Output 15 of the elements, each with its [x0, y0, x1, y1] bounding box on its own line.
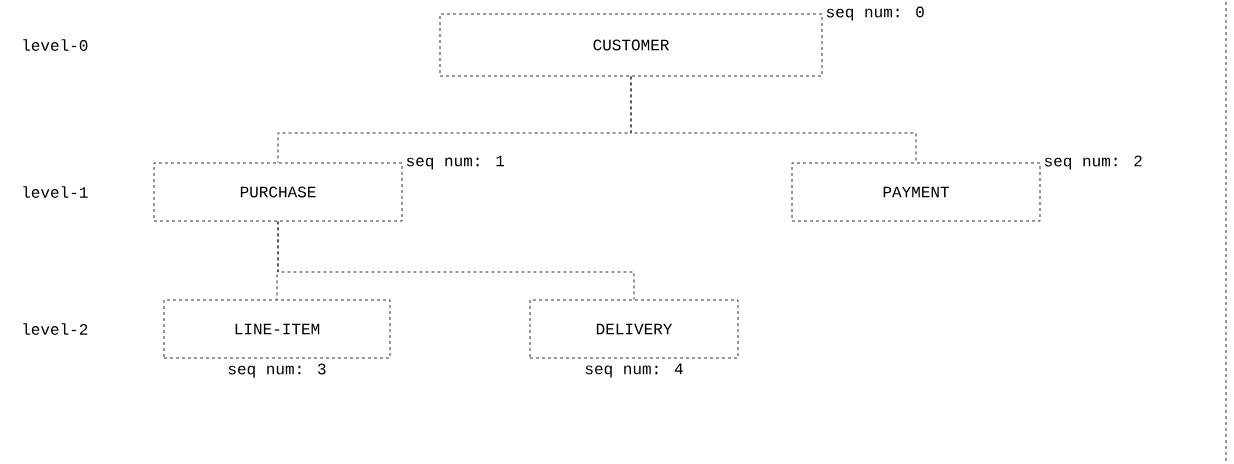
level-label: level-1 [23, 186, 88, 198]
entity-box: PAYMENT [791, 162, 1041, 222]
connector [277, 221, 635, 300]
level-label: level-2 [23, 323, 88, 335]
sequence-number: seq num: 4 [585, 363, 683, 378]
sequence-number: seq num: 3 [228, 363, 326, 378]
connector [630, 76, 917, 163]
entity-box: DELIVERY [529, 299, 739, 359]
sequence-number: seq num: 2 [1044, 155, 1142, 170]
level-label: level-0 [23, 39, 88, 51]
entity-box: PURCHASE [153, 162, 403, 222]
sequence-number: seq num: 1 [406, 155, 505, 170]
entity-box: LINE-ITEM [163, 299, 391, 359]
entity-box: CUSTOMER [439, 13, 823, 77]
sequence-number: seq num: 0 [826, 6, 924, 21]
